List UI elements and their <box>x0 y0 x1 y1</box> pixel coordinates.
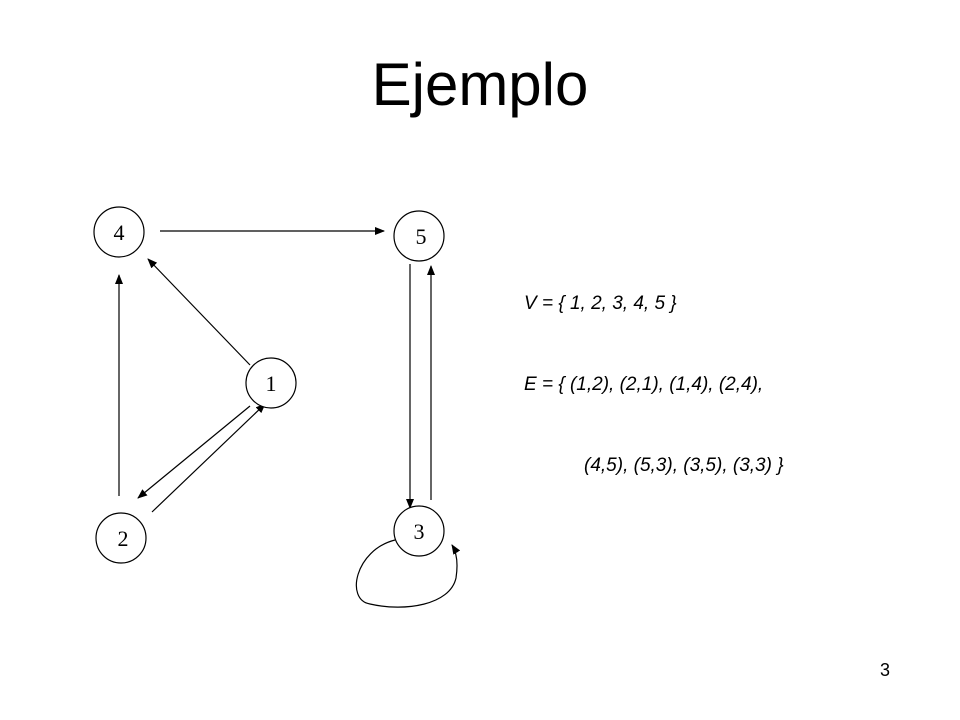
edge-set-line-2: (4,5), (5,3), (3,5), (3,3) } <box>584 455 784 476</box>
page-number: 3 <box>879 660 890 680</box>
node-1: 1 <box>245 357 297 409</box>
node-5: 5 <box>393 210 445 262</box>
vertex-set-line: V = { 1, 2, 3, 4, 5 } <box>524 293 677 314</box>
node-2-label: 2 <box>118 526 129 551</box>
edge-1-4 <box>147 258 251 366</box>
node-2: 2 <box>95 512 147 564</box>
node-1-label: 1 <box>266 371 277 396</box>
node-4-label: 4 <box>114 220 125 245</box>
node-4: 4 <box>93 206 145 258</box>
slide-title: Ejemplo <box>371 51 589 118</box>
edge-set-line-1: E = { (1,2), (2,1), (1,4), (2,4), <box>524 374 764 395</box>
node-5-label: 5 <box>416 224 427 249</box>
edge-2-1 <box>151 403 266 513</box>
set-definitions: V = { 1, 2, 3, 4, 5 } E = { (1,2), (2,1)… <box>524 236 784 533</box>
node-3: 3 <box>393 505 445 557</box>
edge-3-3-loop <box>355 539 461 608</box>
edge-1-2 <box>137 405 251 499</box>
node-3-label: 3 <box>414 519 425 544</box>
